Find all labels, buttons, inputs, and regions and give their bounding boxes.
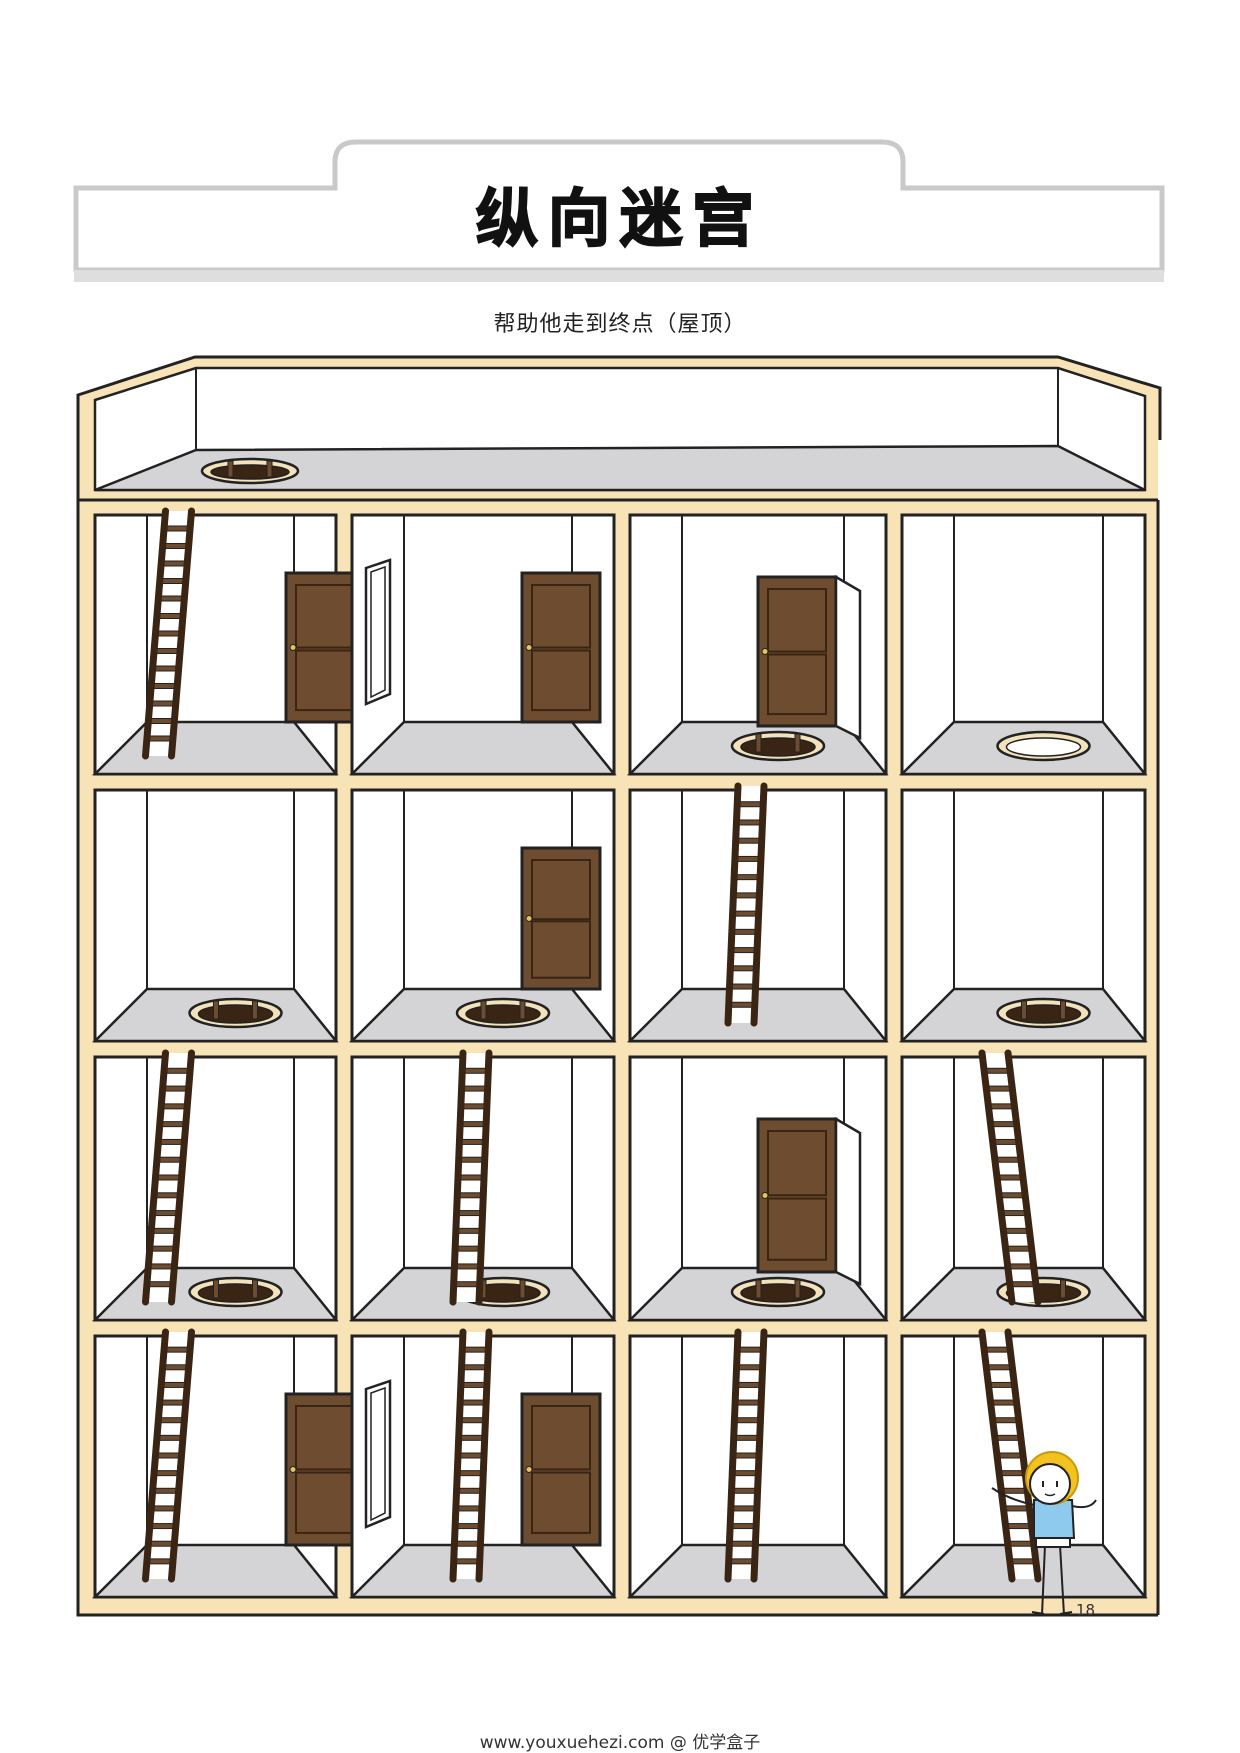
footer-credit: www.youxuehezi.com @ 优学盒子 — [479, 1733, 761, 1753]
door-knob — [289, 644, 297, 651]
room-r1-c2 — [348, 513, 617, 776]
door — [364, 558, 392, 706]
door-knob — [761, 648, 769, 655]
instruction-text: 帮助他走到终点（屋顶） — [493, 312, 747, 337]
ladder — [449, 1049, 493, 1306]
door — [520, 1392, 602, 1547]
boy-shirt — [1033, 1499, 1076, 1539]
floor-hole — [200, 457, 300, 485]
room-r4-c1 — [91, 1328, 366, 1599]
room-floor — [626, 1543, 889, 1599]
floor-hole — [996, 997, 1091, 1029]
floor-hole — [996, 730, 1091, 762]
door — [364, 1379, 392, 1529]
boy-arm — [1071, 1499, 1097, 1509]
roof-terrace — [76, 355, 1162, 502]
door-knob — [761, 1192, 769, 1199]
ladder — [142, 1049, 195, 1306]
ladder — [142, 507, 195, 760]
boy-face — [1029, 1463, 1071, 1505]
floor-hole — [730, 1276, 826, 1308]
room-r3-c2 — [348, 1049, 617, 1322]
floor-hole — [455, 997, 551, 1029]
door — [756, 1116, 862, 1287]
boy-leg — [1059, 1544, 1065, 1616]
ladder — [142, 1328, 195, 1583]
room-r1-c3 — [626, 513, 889, 776]
ladder — [449, 1328, 493, 1583]
ladder — [724, 1328, 768, 1583]
room-r2-c1 — [91, 788, 339, 1043]
room-r2-c2 — [348, 788, 617, 1043]
boy-leg — [1041, 1544, 1046, 1616]
room-r2-c3 — [626, 782, 889, 1043]
boy-arm — [991, 1487, 1035, 1506]
door-knob — [525, 644, 533, 651]
door — [520, 846, 602, 991]
floor-hole — [188, 997, 283, 1029]
door-knob — [525, 1466, 533, 1473]
title-banner — [73, 139, 1165, 282]
room-r2-c4 — [898, 788, 1148, 1043]
room-r1-c1 — [91, 507, 366, 776]
room-r4-c4 — [898, 1328, 1148, 1599]
room-r3-c4 — [898, 1049, 1148, 1322]
boy-mouth — [1044, 1493, 1056, 1497]
page-number: 18 — [1076, 1601, 1096, 1619]
floor-hole — [188, 1276, 283, 1308]
door — [520, 571, 602, 724]
door-knob — [525, 915, 533, 922]
room-floor — [626, 987, 889, 1043]
door — [756, 574, 862, 741]
room-r3-c3 — [626, 1055, 889, 1322]
page-title: 纵向迷宫 — [475, 181, 764, 256]
ladder — [978, 1049, 1042, 1306]
character-boy — [991, 1451, 1097, 1616]
room-r1-c4 — [898, 513, 1148, 776]
room-r4-c3 — [626, 1328, 889, 1599]
room-r4-c2 — [348, 1328, 617, 1599]
room-r3-c1 — [91, 1049, 339, 1322]
door-knob — [289, 1466, 297, 1473]
floor-hole — [730, 730, 826, 762]
ladder — [724, 782, 768, 1027]
